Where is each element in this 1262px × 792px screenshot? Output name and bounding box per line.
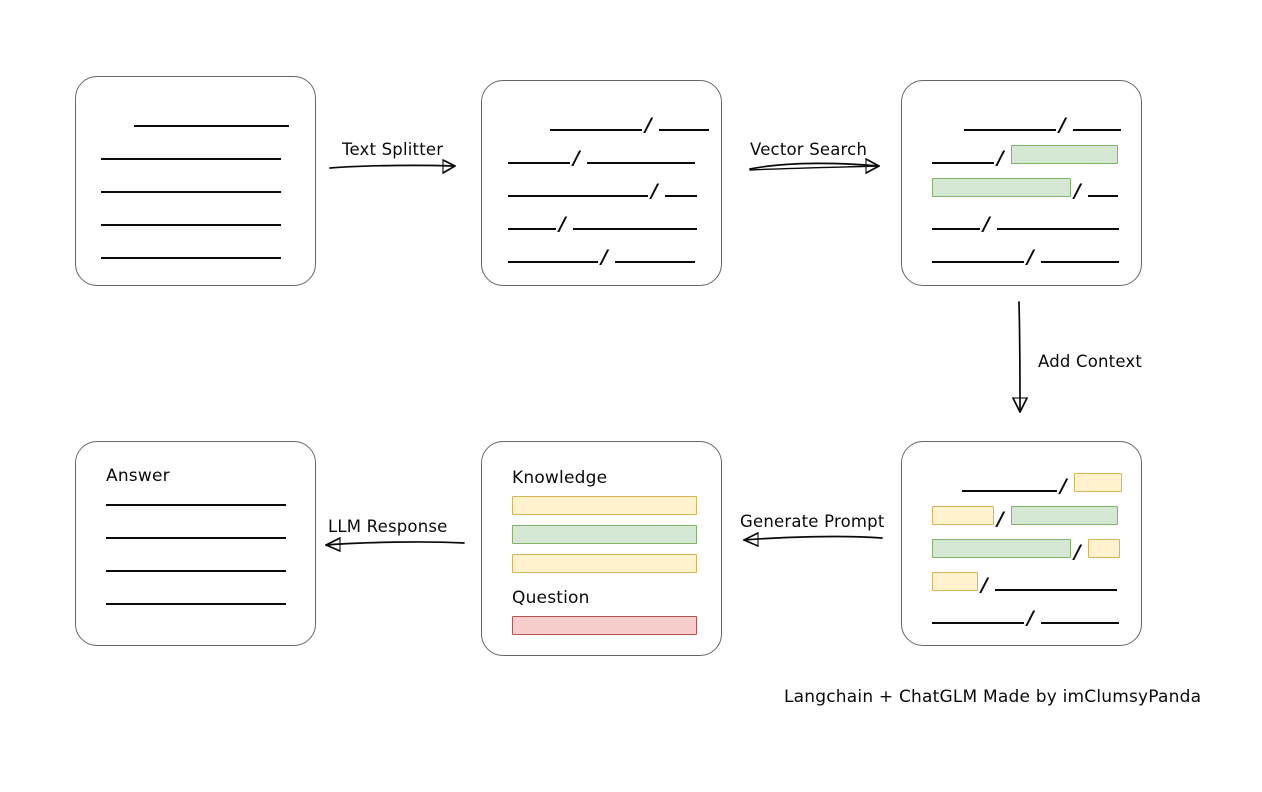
knowledge-chip (512, 525, 697, 544)
text-rule (101, 224, 281, 226)
text-rule (508, 195, 648, 197)
separator-slash: / (651, 180, 658, 202)
separator-slash: / (983, 213, 990, 235)
question-chip (512, 616, 697, 635)
separator-slash: / (1027, 246, 1034, 268)
source-document-box[interactable] (75, 76, 316, 286)
text-rule (101, 257, 281, 259)
highlight-chip-yellow (932, 506, 994, 525)
footer-credit: Langchain + ChatGLM Made by imClumsyPand… (784, 687, 1202, 707)
text-rule (587, 162, 695, 164)
arrow-vector-search-label: Vector Search (750, 140, 868, 159)
text-rule (665, 195, 697, 197)
answer-box[interactable]: Answer (75, 441, 316, 646)
text-rule (932, 622, 1024, 624)
question-heading: Question (512, 588, 590, 608)
separator-slash: / (1074, 541, 1081, 563)
text-rule (508, 261, 598, 263)
highlight-chip-green (932, 539, 1071, 558)
arrow-left-glyph (325, 537, 465, 552)
separator-slash: / (981, 574, 988, 596)
arrow-generate-prompt: Generate Prompt (738, 512, 885, 547)
highlight-chip-yellow (1088, 539, 1120, 558)
arrow-right-glyph (749, 158, 880, 174)
text-rule (615, 261, 695, 263)
text-rule (962, 490, 1057, 492)
highlight-chip-green (1011, 506, 1118, 525)
separator-slash: / (601, 246, 608, 268)
arrow-vector-search: Vector Search (748, 140, 890, 174)
text-rule (997, 228, 1119, 230)
text-rule (550, 129, 642, 131)
arrow-generate-prompt-label: Generate Prompt (740, 512, 885, 531)
separator-slash: / (997, 508, 1004, 530)
prompt-box[interactable]: Knowledge Question (481, 441, 722, 656)
arrow-text-splitter-label: Text Splitter (342, 140, 444, 159)
text-rule (101, 191, 281, 193)
text-rule (932, 162, 994, 164)
text-rule (1041, 261, 1119, 263)
matched-chunks-box[interactable]: / / / / / (901, 80, 1142, 286)
separator-slash: / (1074, 180, 1081, 202)
text-rule (508, 162, 570, 164)
separator-slash: / (573, 147, 580, 169)
arrow-llm-response: LLM Response (320, 517, 466, 552)
highlight-chip-yellow (932, 572, 978, 591)
arrow-add-context: Add Context (1005, 300, 1142, 422)
separator-slash: / (997, 147, 1004, 169)
text-rule (106, 504, 286, 506)
highlight-chip-green (932, 178, 1071, 197)
highlight-chip-yellow (1074, 473, 1122, 492)
separator-slash: / (1059, 114, 1066, 136)
text-rule (1041, 622, 1119, 624)
text-rule (932, 261, 1024, 263)
text-rule (659, 129, 709, 131)
knowledge-chip (512, 554, 697, 573)
separator-slash: / (1027, 607, 1034, 629)
text-rule (964, 129, 1056, 131)
text-rule (932, 228, 980, 230)
split-chunks-box[interactable]: / / / / / (481, 80, 722, 286)
arrow-right-glyph (329, 159, 456, 174)
text-rule (1073, 129, 1121, 131)
text-rule (106, 570, 286, 572)
highlight-chip-green (1011, 145, 1118, 164)
arrow-llm-response-label: LLM Response (328, 517, 448, 536)
knowledge-heading: Knowledge (512, 468, 608, 488)
text-rule (106, 603, 286, 605)
knowledge-chip (512, 496, 697, 515)
arrow-left-glyph (743, 532, 883, 547)
arrow-text-splitter: Text Splitter (328, 140, 468, 174)
separator-slash: / (1060, 475, 1067, 497)
separator-slash: / (559, 213, 566, 235)
text-rule (995, 589, 1117, 591)
separator-slash: / (645, 114, 652, 136)
answer-heading: Answer (106, 466, 170, 486)
arrow-add-context-label: Add Context (1038, 352, 1143, 371)
context-chunks-box[interactable]: / / / / / (901, 441, 1142, 646)
text-rule (573, 228, 697, 230)
text-rule (101, 158, 281, 160)
text-rule (134, 125, 289, 127)
text-rule (508, 228, 556, 230)
arrow-down-glyph (1012, 301, 1028, 413)
text-rule (1088, 195, 1118, 197)
text-rule (106, 537, 286, 539)
